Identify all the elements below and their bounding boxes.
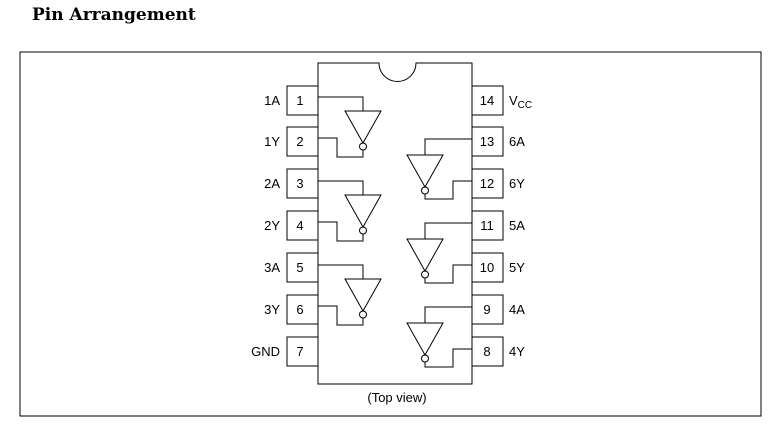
pin-name-3: 2A [264,176,280,191]
pin-box-11 [471,210,504,241]
pin-number-3: 3 [296,176,303,191]
view-label: (Top view) [367,390,426,405]
pin-name-1: 1A [264,93,280,108]
pin-name-2: 1Y [264,134,280,149]
inverter-gate-2 [318,180,382,242]
pin-name-7: GND [251,344,280,359]
inverter-gate-3 [318,264,382,326]
inverter-gate-5 [406,222,472,284]
pin-number-13: 13 [480,134,494,149]
pin-name-14: VCC [509,93,532,111]
pin-name-6: 3Y [264,302,280,317]
inverter-gate-4 [406,306,472,368]
pin-name-12: 6Y [509,176,525,191]
pin-box-8 [471,336,504,367]
ic-body [317,62,473,385]
pin-name-4: 2Y [264,218,280,233]
outer-frame [19,51,762,417]
pin-name-10: 5Y [509,260,525,275]
pin-number-9: 9 [483,302,490,317]
pin-box-6 [286,294,319,325]
pin-number-5: 5 [296,260,303,275]
diagram-title: Pin Arrangement [32,5,196,25]
pin-box-12 [471,168,504,199]
pin-box-3 [286,168,319,199]
pin-number-11: 11 [480,218,494,233]
pin-box-13 [471,126,504,157]
pin-name-9: 4A [509,302,525,317]
pin-box-5 [286,252,319,283]
pin-box-10 [471,252,504,283]
pin-number-14: 14 [480,93,494,108]
pin-number-12: 12 [480,176,494,191]
pin-name-11: 5A [509,218,525,233]
pin-number-8: 8 [483,344,490,359]
pin-number-7: 7 [296,344,303,359]
pin-box-1 [286,85,319,116]
pin-number-10: 10 [480,260,494,275]
inverter-gate-6 [406,138,472,200]
pin-number-4: 4 [296,218,303,233]
pin-box-2 [286,126,319,157]
pin-name-5: 3A [264,260,280,275]
pin-name-8: 4Y [509,344,525,359]
pin-box-7 [286,336,319,367]
pin-number-6: 6 [296,302,303,317]
vcc-main: V [509,93,518,108]
pin-box-4 [286,210,319,241]
pin-number-2: 2 [296,134,303,149]
vcc-sub: CC [518,100,532,111]
pin-box-14 [471,85,504,116]
pin-number-1: 1 [296,93,303,108]
pin-name-13: 6A [509,134,525,149]
inverter-gate-1 [318,96,382,158]
pin-box-9 [471,294,504,325]
